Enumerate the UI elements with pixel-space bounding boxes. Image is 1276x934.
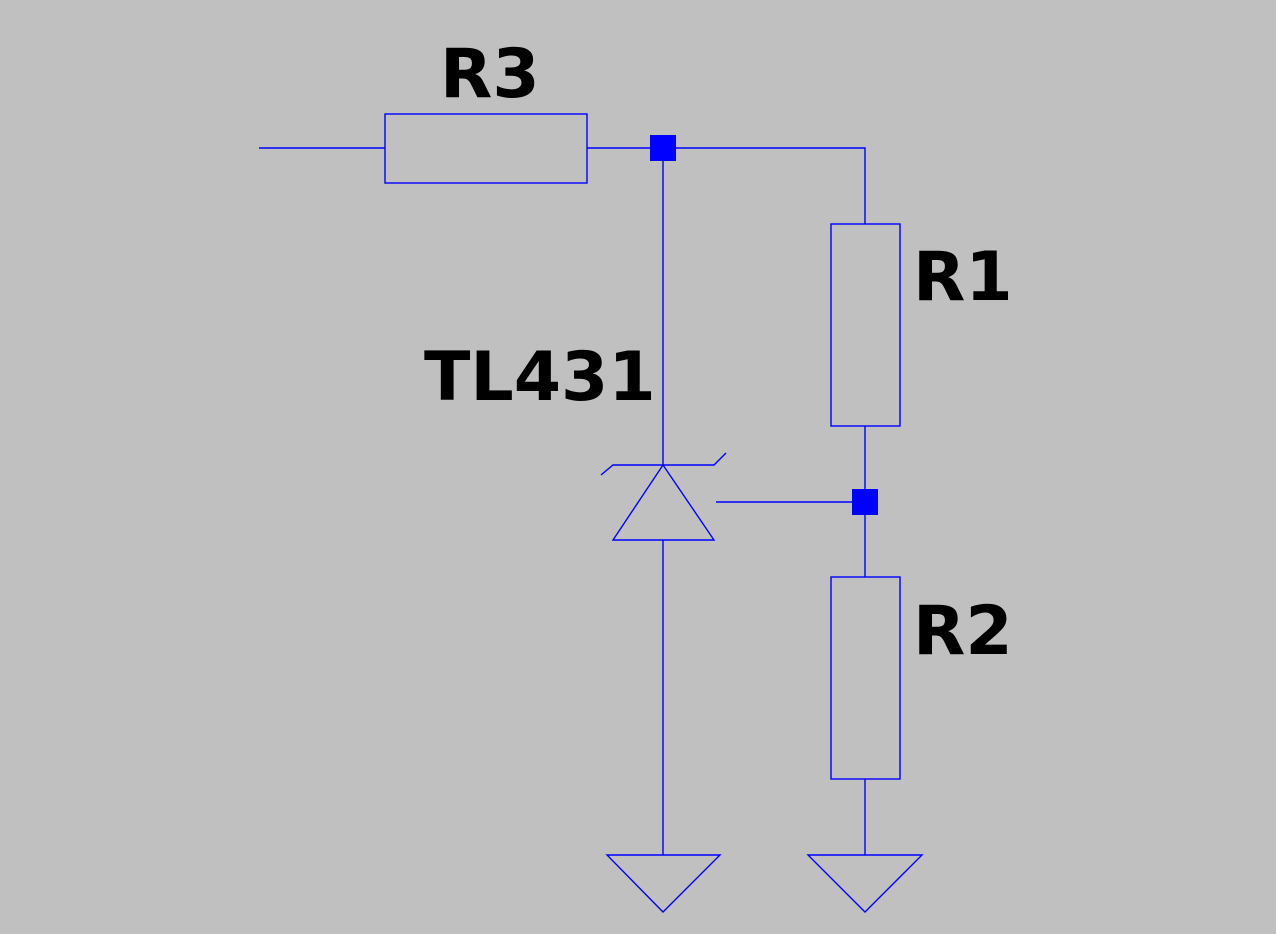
- tl431-symbol: [600, 452, 727, 541]
- resistor-r1: [830, 223, 901, 427]
- tl431-triangle: [611, 463, 716, 541]
- label-r1: R1: [913, 238, 1013, 317]
- junction-divider: [852, 489, 878, 515]
- label-r3: R3: [440, 35, 540, 114]
- ground-icon: [806, 854, 924, 913]
- label-tl431: TL431: [424, 338, 656, 417]
- node-to-r1-wire: [663, 147, 866, 224]
- tl431-cathode-bar: [600, 452, 727, 476]
- wires: [259, 147, 866, 855]
- ground-icon: [605, 854, 722, 913]
- junction-top: [650, 135, 676, 161]
- resistor-r3: [384, 113, 588, 184]
- label-r2: R2: [913, 592, 1013, 671]
- resistor-r2: [830, 576, 901, 780]
